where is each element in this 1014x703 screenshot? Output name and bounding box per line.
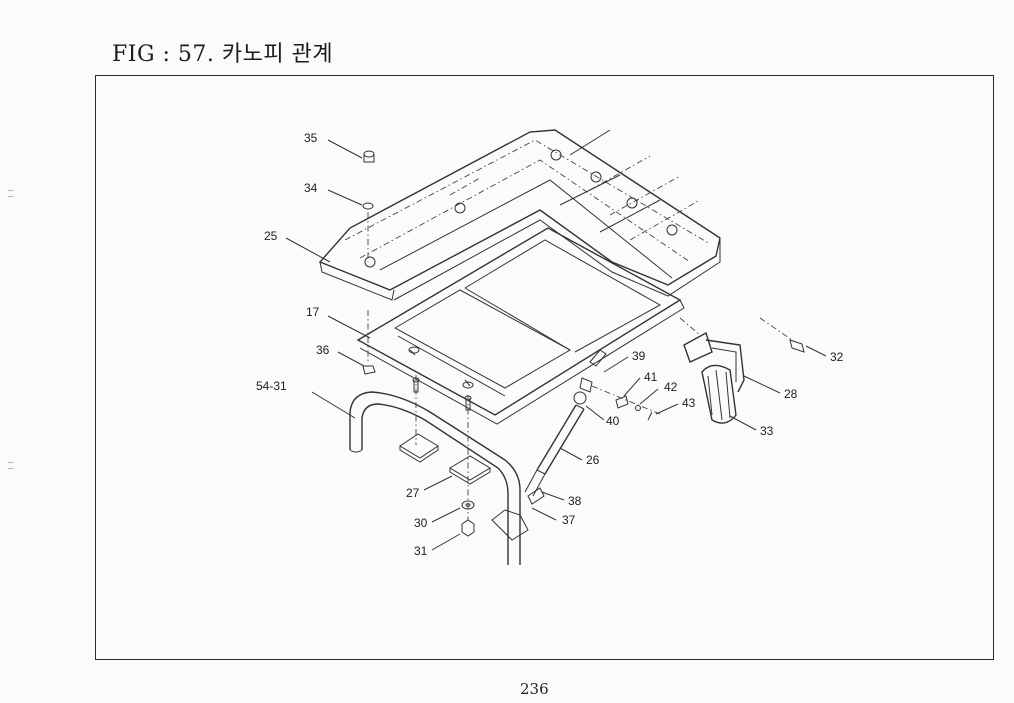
margin-mark — [8, 468, 14, 469]
callout-38: 38 — [568, 494, 582, 508]
figure-frame — [95, 75, 994, 660]
callout-54-31: 54-31 — [256, 379, 287, 393]
callout-41: 41 — [644, 370, 658, 384]
callout-33: 33 — [760, 424, 774, 438]
callout-35: 35 — [304, 131, 318, 145]
margin-mark — [8, 196, 14, 197]
canopy-frame — [356, 227, 685, 425]
rollbar — [349, 391, 529, 565]
callout-39: 39 — [632, 349, 646, 363]
callout-25: 25 — [264, 229, 278, 243]
callout-28: 28 — [784, 387, 798, 401]
callout-26: 26 — [586, 453, 600, 467]
canopy-roof — [318, 129, 721, 301]
callout-37: 37 — [562, 513, 576, 527]
lamp-assembly — [679, 317, 805, 424]
callout-43: 43 — [682, 396, 696, 410]
figure-title: FIG : 57. 카노피 관계 — [112, 42, 334, 67]
fasteners — [591, 385, 661, 421]
callout-labels: 35 34 25 17 36 54-31 27 30 31 39 41 42 4… — [256, 131, 844, 558]
mount-plates — [399, 375, 491, 537]
callout-36: 36 — [316, 343, 330, 357]
callout-27: 27 — [406, 486, 420, 500]
callout-40: 40 — [606, 414, 620, 428]
callout-31: 31 — [414, 544, 428, 558]
callout-17: 17 — [306, 305, 320, 319]
page-number: 236 — [520, 680, 549, 698]
margin-mark — [8, 462, 14, 463]
leader-lines — [285, 139, 827, 551]
margin-mark — [8, 190, 14, 191]
callout-42: 42 — [664, 380, 678, 394]
bolt-parts — [362, 150, 376, 375]
callout-34: 34 — [304, 181, 318, 195]
callout-32: 32 — [830, 350, 844, 364]
callout-30: 30 — [414, 516, 428, 530]
gas-strut — [524, 349, 607, 505]
